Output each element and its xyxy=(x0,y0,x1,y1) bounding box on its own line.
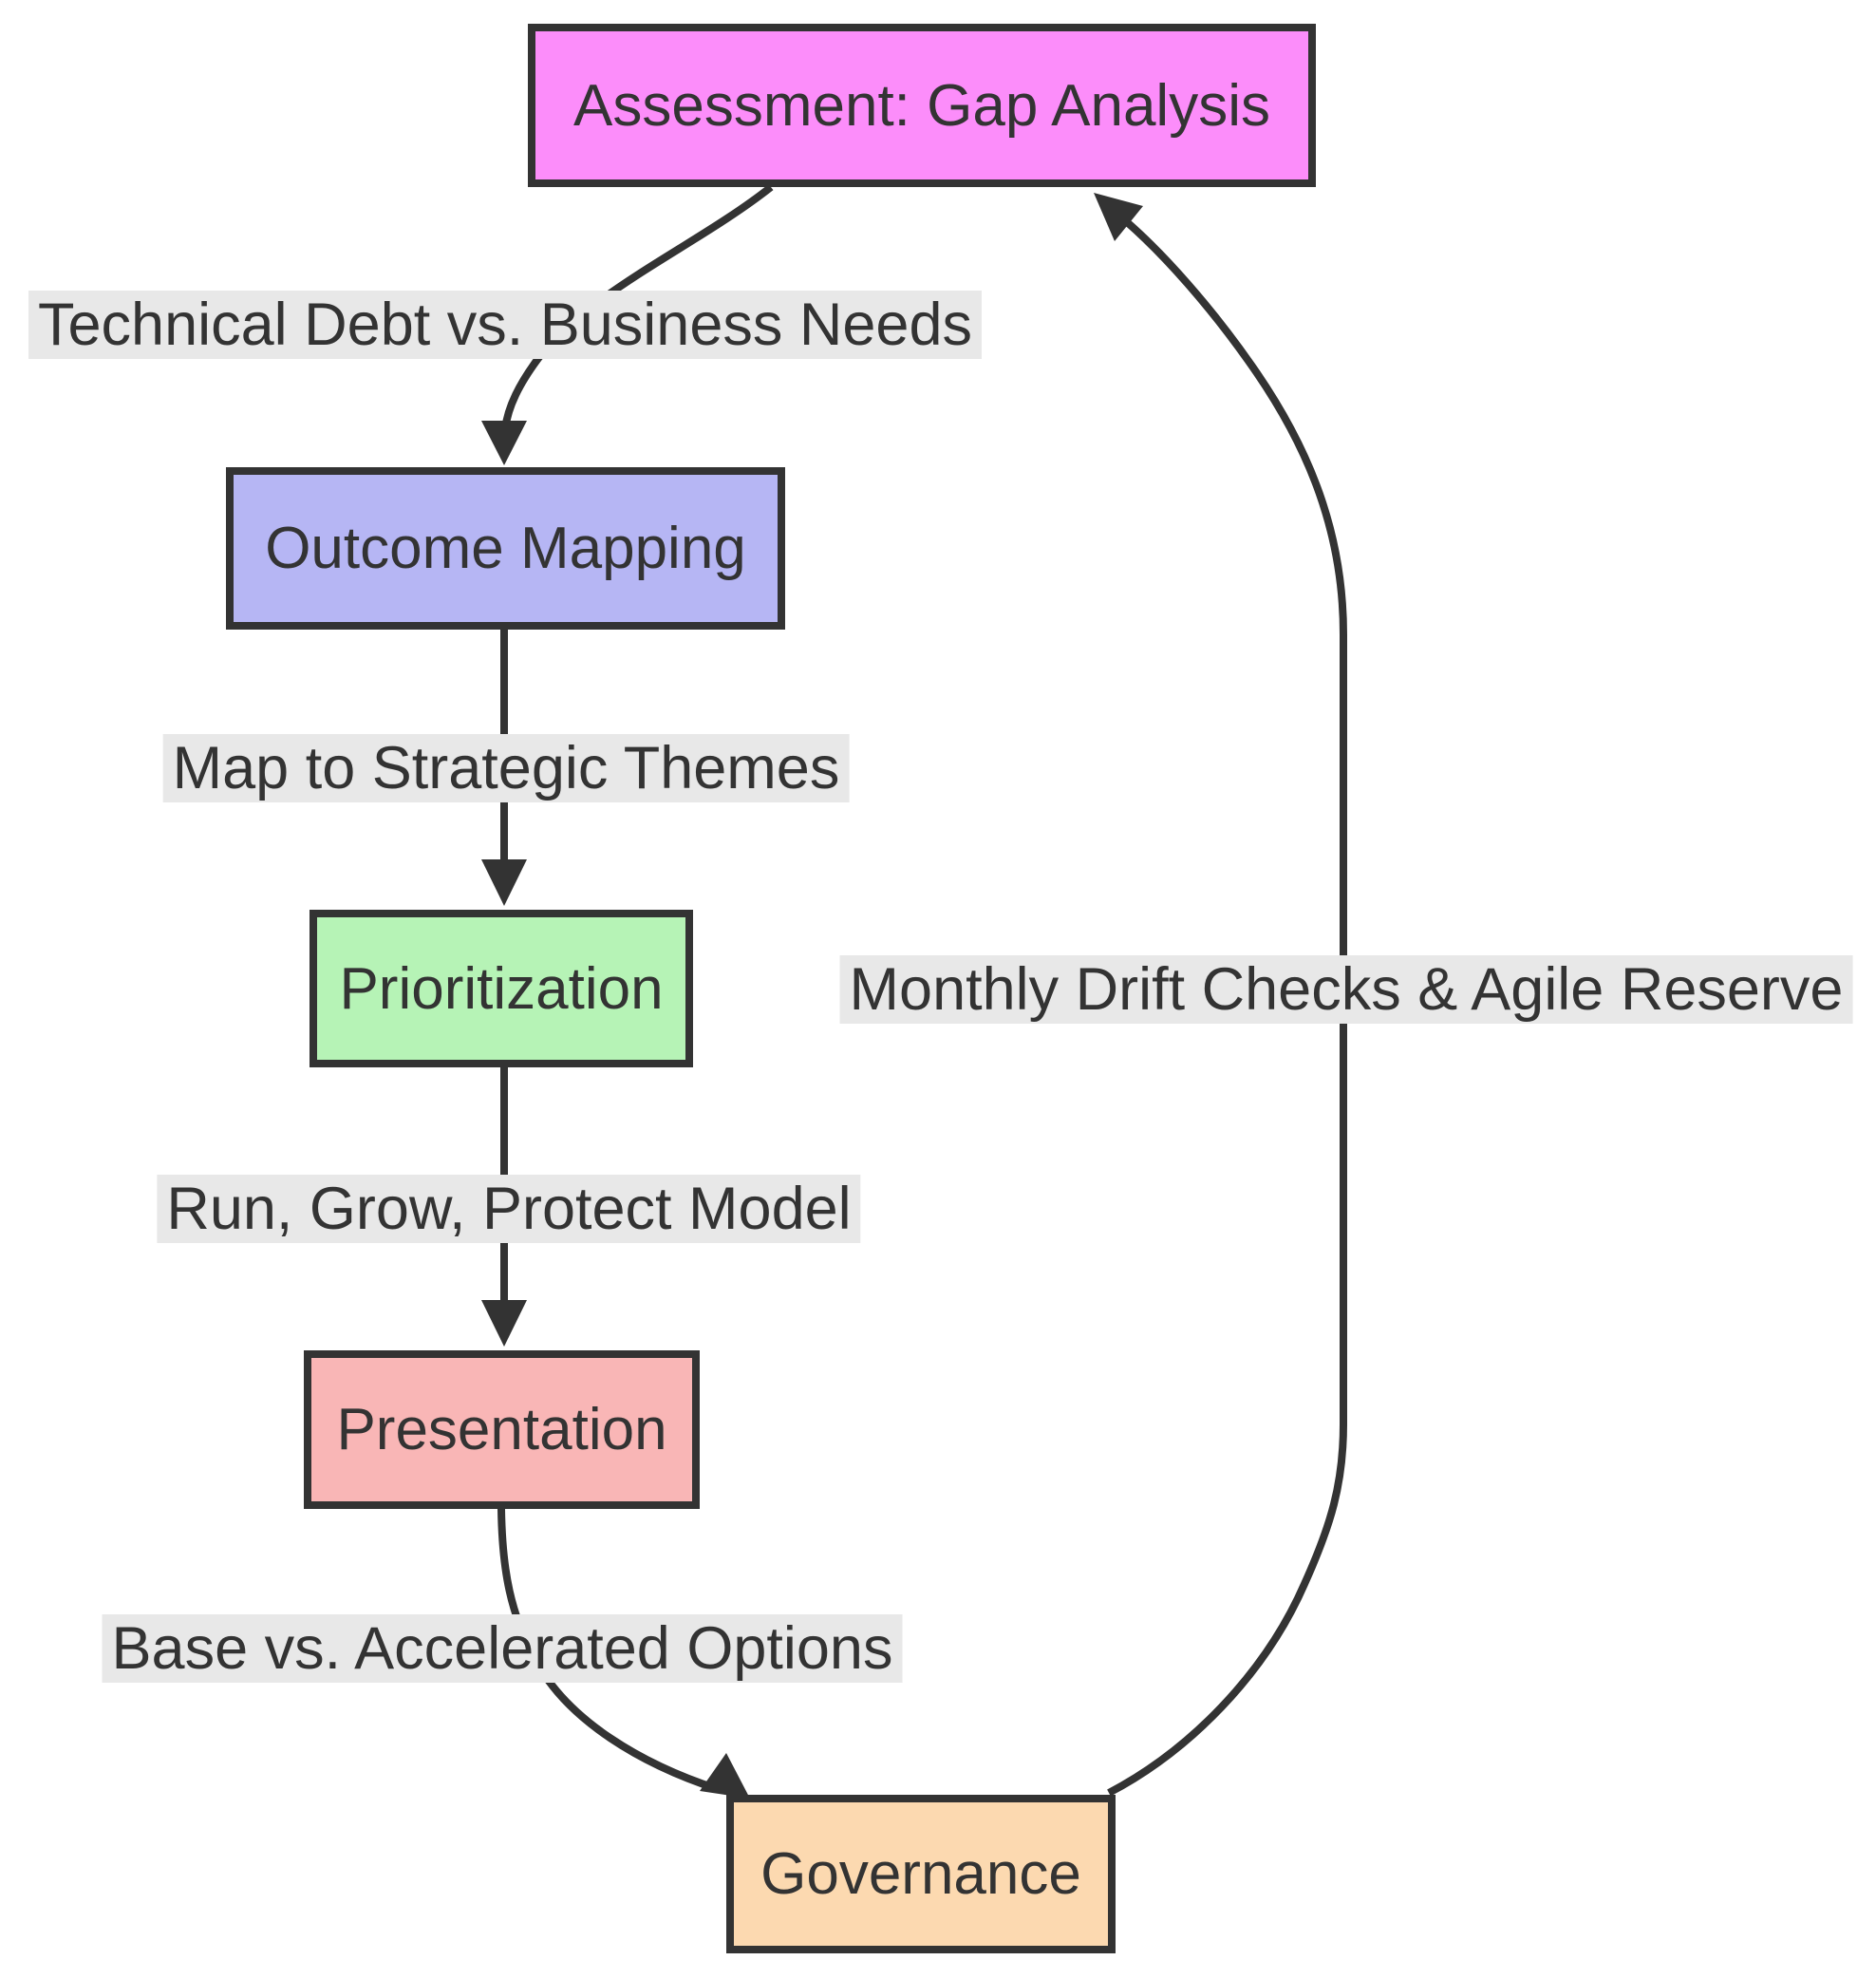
edge-label-technical-debt: Technical Debt vs. Business Needs xyxy=(28,291,982,359)
edge-label-base-vs-accelerated: Base vs. Accelerated Options xyxy=(102,1614,903,1683)
node-governance: Governance xyxy=(726,1795,1116,1953)
edge-governance-to-assessment xyxy=(1107,217,1347,1797)
arrowhead-governance xyxy=(700,1753,750,1799)
edge-label-monthly-drift-checks: Monthly Drift Checks & Agile Reserve xyxy=(839,955,1853,1024)
node-prioritization: Prioritization xyxy=(310,910,693,1067)
arrowhead-prioritization xyxy=(481,859,527,906)
edge-label-map-strategic-themes: Map to Strategic Themes xyxy=(162,734,850,802)
arrowhead-outcome xyxy=(481,421,527,465)
node-presentation: Presentation xyxy=(304,1350,700,1509)
arrowhead-presentation xyxy=(481,1300,527,1347)
node-outcome-mapping: Outcome Mapping xyxy=(226,467,785,630)
arrowhead-assessment xyxy=(1094,193,1143,241)
node-assessment: Assessment: Gap Analysis xyxy=(528,24,1316,187)
edge-label-run-grow-protect: Run, Grow, Protect Model xyxy=(157,1175,861,1243)
